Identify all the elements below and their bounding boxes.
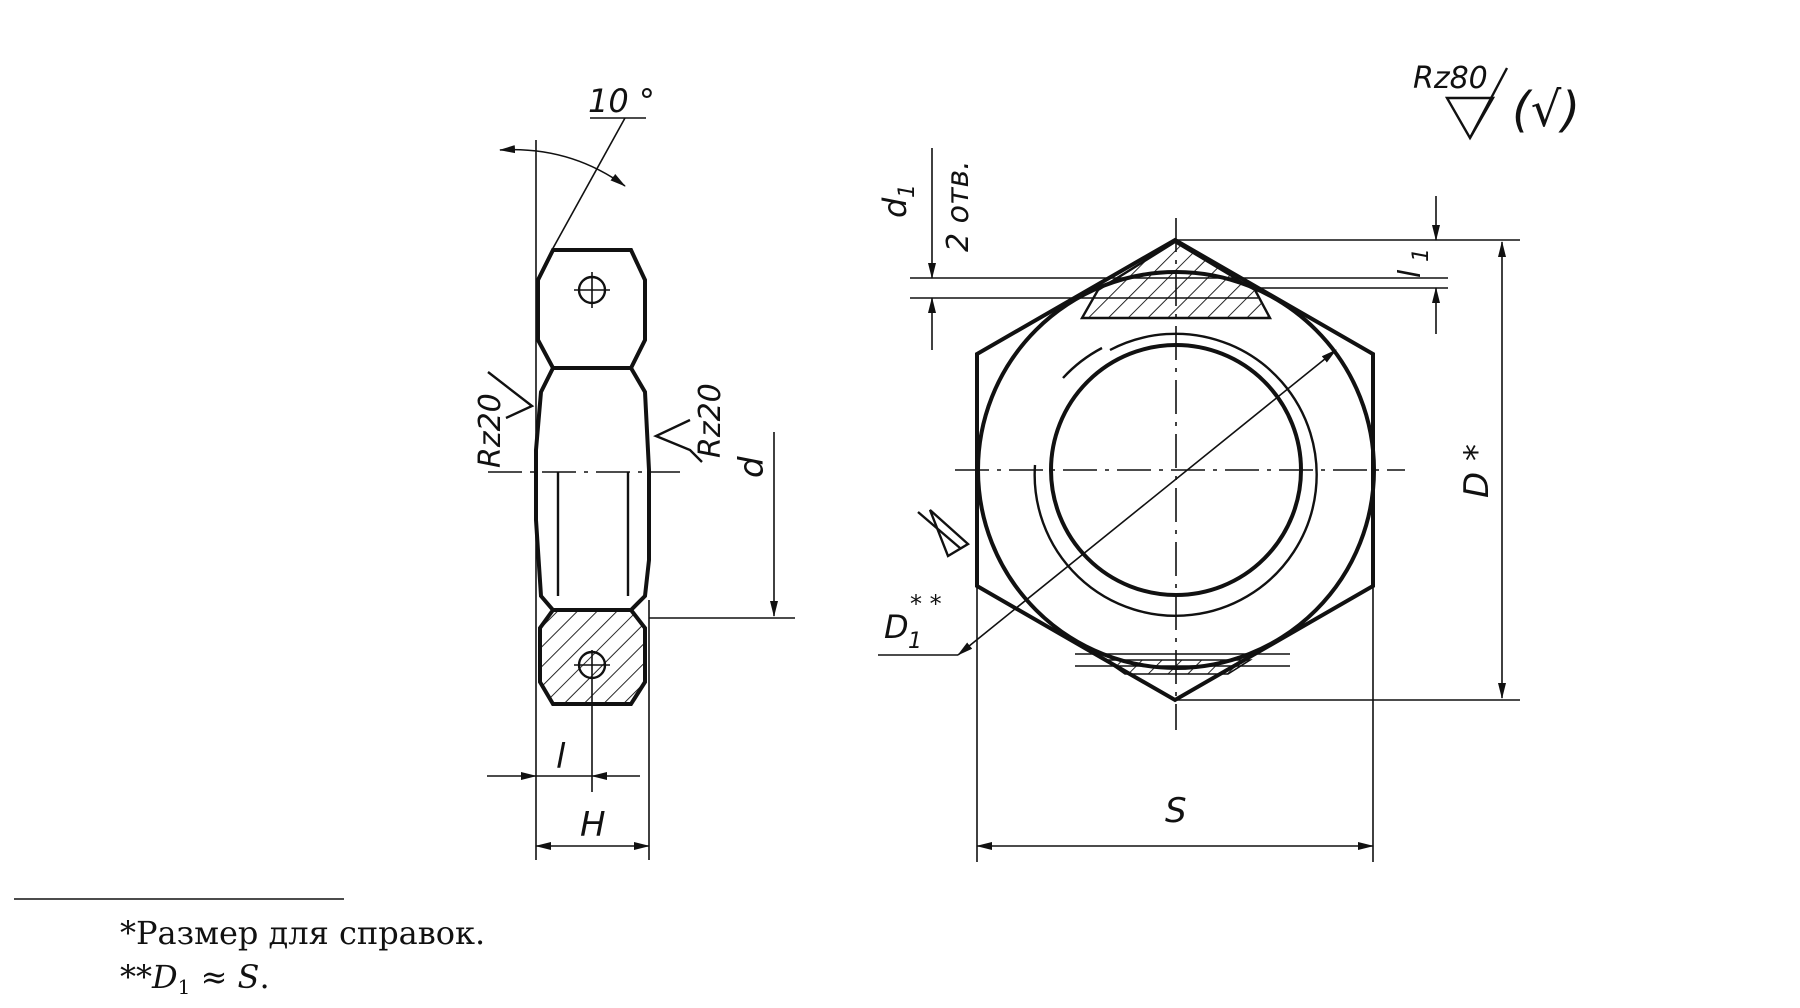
roughness-right-symbol [653, 418, 703, 463]
dim-D1-sub: 1 [908, 629, 922, 654]
dim-S-label: S [1165, 791, 1187, 831]
angle-label: 10 ° [588, 82, 655, 120]
dim-d1-label: d [876, 197, 914, 218]
side-view: 10 ° d l H Rz20 Rz20 [473, 82, 795, 860]
side-view-upper-segment [536, 248, 647, 370]
overall-roughness-label: Rz80 [1413, 61, 1488, 96]
angle-arc [499, 145, 626, 187]
holes-count-label: 2 отв. [941, 160, 976, 252]
dim-D1-star: * * [910, 590, 942, 618]
footnote-1: *Размер для справок. [120, 914, 485, 952]
dim-l-label: l [556, 737, 566, 777]
dim-D-label: D * [1457, 444, 1497, 498]
dim-l1-label: l [1393, 269, 1428, 278]
overall-roughness: Rz80 (√) [1413, 61, 1580, 141]
dim-d-label: d [732, 456, 772, 478]
roughness-right-label: Rz20 [693, 383, 728, 458]
roughness-left-label: Rz20 [473, 393, 508, 468]
dim-D1-line [957, 349, 1337, 656]
chamfer-roughness-symbol [928, 509, 971, 558]
dim-h-label: H [580, 805, 606, 845]
dim-d1-sub: 1 [895, 184, 920, 198]
dim-D1-label: D [884, 608, 909, 646]
front-view: D * S D 1 * * d 1 2 отв. l 1 [876, 148, 1520, 862]
roughness-left-symbol [487, 371, 535, 420]
angle-leader [551, 117, 626, 251]
overall-roughness-tail: (√) [1512, 82, 1580, 138]
side-view-middle-body [534, 366, 651, 612]
front-view-hole-hatch-bottom [1102, 659, 1253, 675]
overall-roughness-triangle [1444, 96, 1496, 141]
footnotes: *Размер для справок. **D1 ≈ S. [14, 898, 485, 999]
footnote-2: **D1 ≈ S. [120, 958, 270, 999]
dim-l1-sub: 1 [1409, 248, 1434, 262]
